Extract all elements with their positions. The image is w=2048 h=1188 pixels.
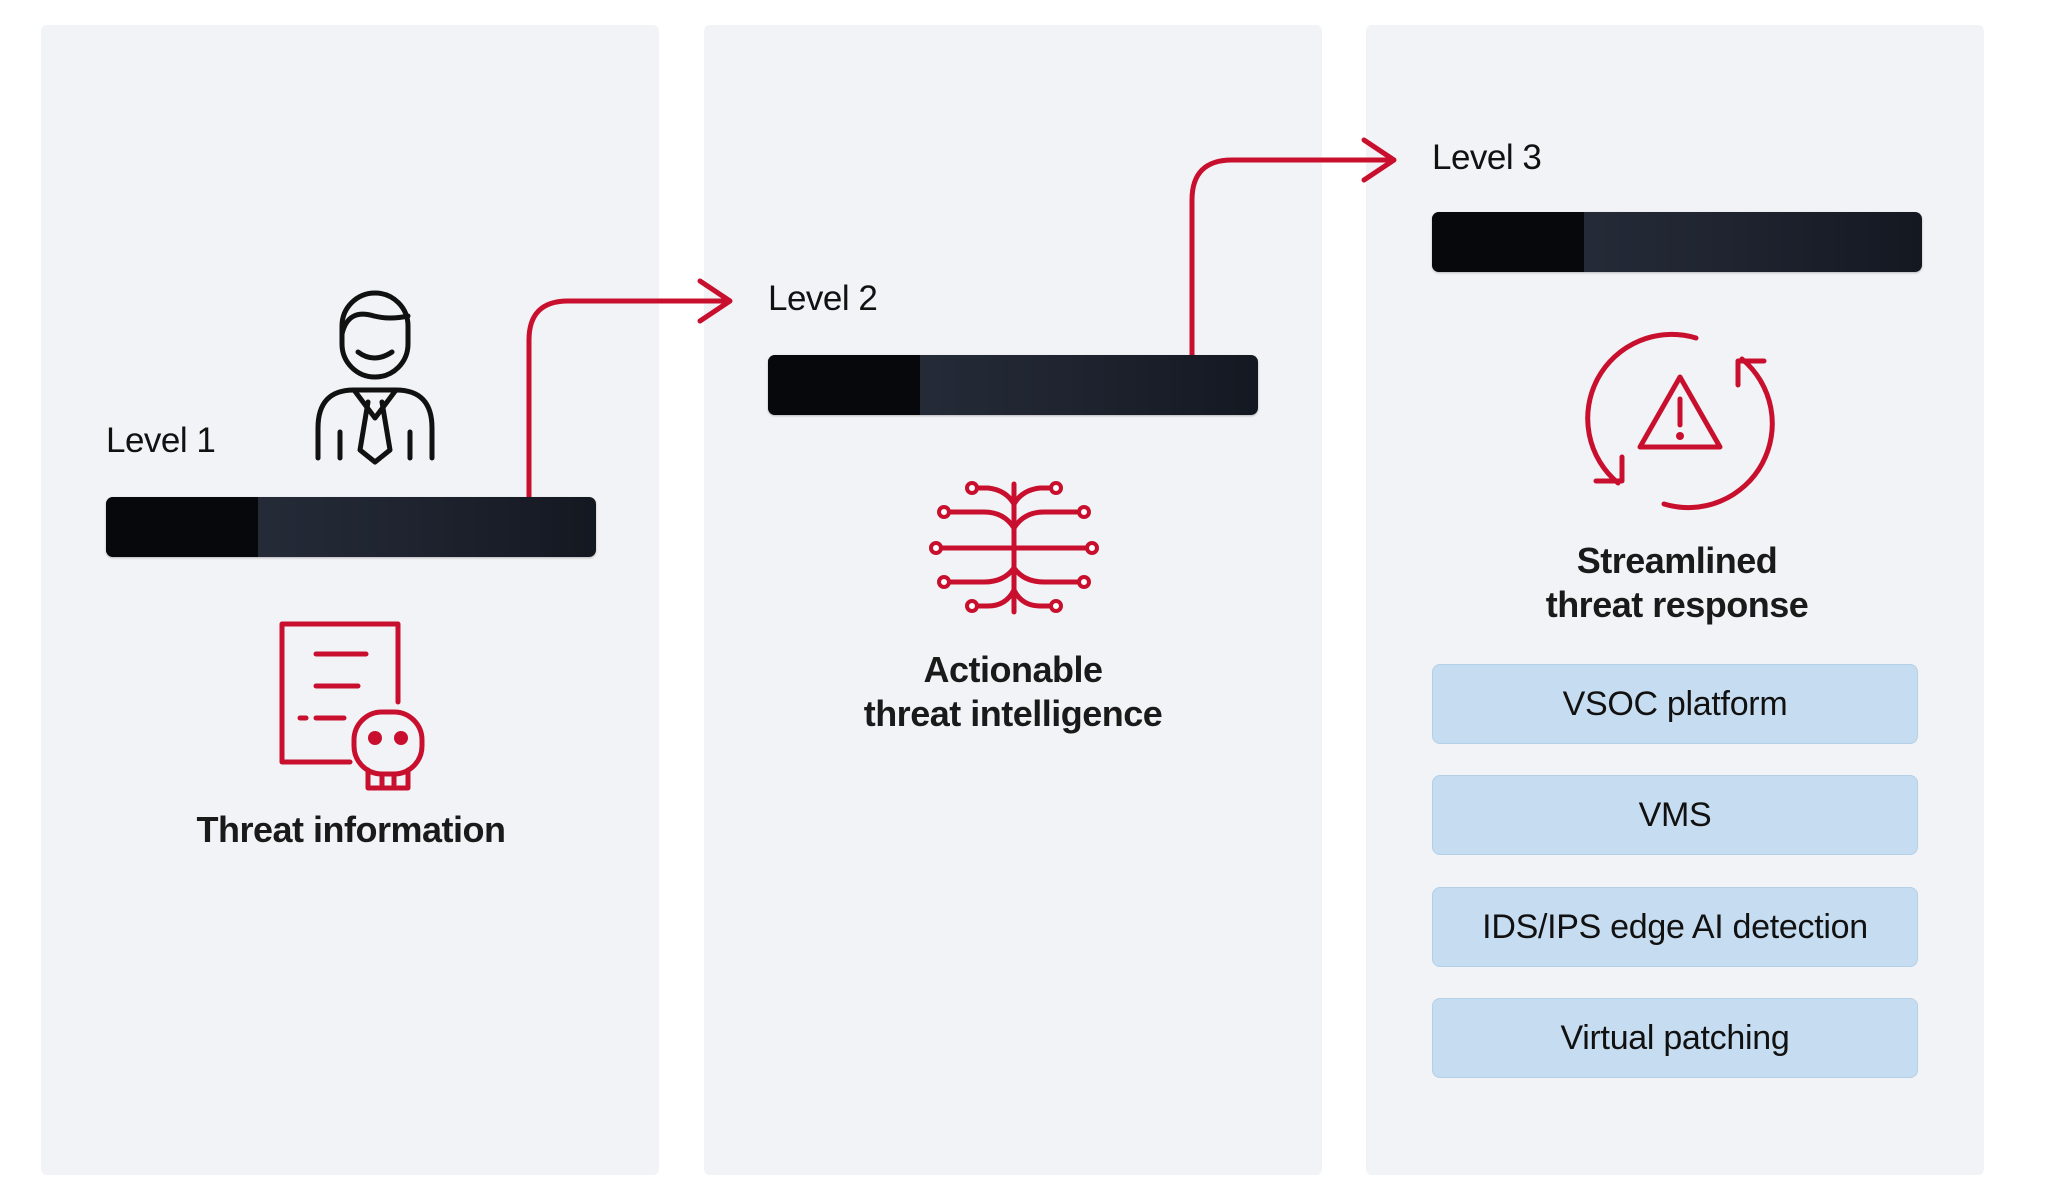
level-3-bar: [1432, 212, 1922, 272]
level-1-panel: [41, 25, 659, 1175]
virtual-patching-button[interactable]: Virtual patching: [1432, 998, 1918, 1078]
level-3-caption: Streamlined threat response: [1432, 539, 1922, 627]
threat-document-skull-icon: [279, 621, 425, 791]
neural-circuit-icon: [929, 481, 1099, 615]
level-2-label: Level 2: [768, 279, 878, 318]
level-1-bar: [106, 497, 596, 557]
level-1-bar-fill: [106, 497, 258, 557]
level-3-bar-fill: [1432, 212, 1584, 272]
level-1-label: Level 1: [106, 421, 216, 460]
level-2-bar: [768, 355, 1258, 415]
level-1-caption-line: Threat information: [196, 809, 506, 850]
level-2-bar-fill: [768, 355, 920, 415]
level-3-caption-line-2: threat response: [1545, 584, 1809, 625]
vsoc-platform-button[interactable]: VSOC platform: [1432, 664, 1918, 744]
ids-ips-edge-ai-detection-button[interactable]: IDS/IPS edge AI detection: [1432, 887, 1918, 967]
level-2-caption-line-1: Actionable: [923, 649, 1103, 690]
level-3-caption-line-1: Streamlined: [1576, 540, 1778, 581]
analyst-person-icon: [315, 290, 435, 465]
vms-button[interactable]: VMS: [1432, 775, 1918, 855]
warning-cycle-icon: [1585, 331, 1775, 511]
level-3-label: Level 3: [1432, 138, 1542, 177]
level-2-caption-line-2: threat intelligence: [863, 693, 1163, 734]
level-1-caption: Threat information: [106, 808, 596, 852]
level-2-caption: Actionable threat intelligence: [768, 648, 1258, 736]
